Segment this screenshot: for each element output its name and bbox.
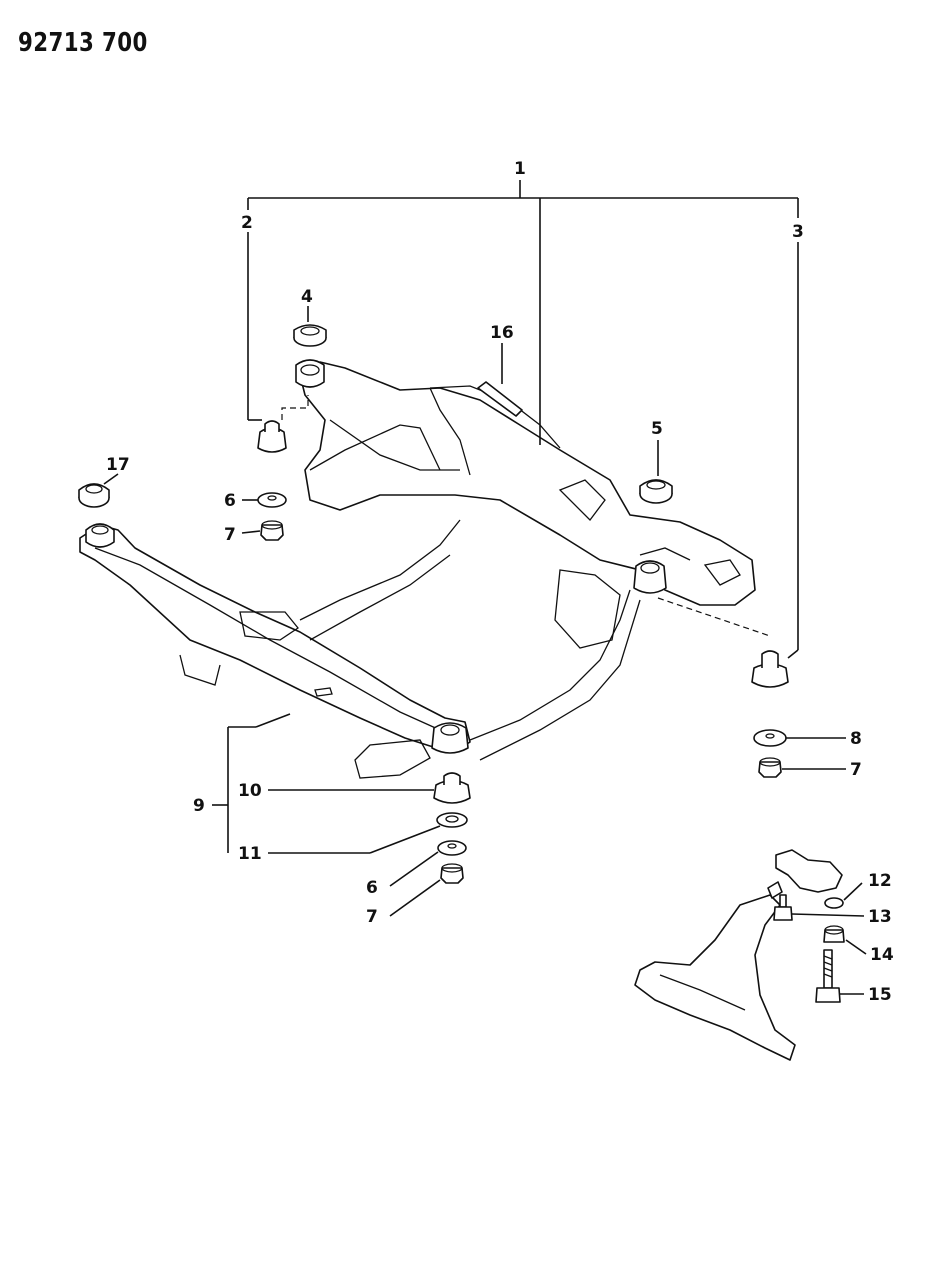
callout-16: 16 [490,323,514,343]
nut-7-upper [260,520,284,541]
washer-11 [436,812,468,828]
callout-2: 2 [241,213,253,233]
left-side-rail [299,519,461,641]
leader-lines [103,306,867,995]
frame-mount-upper [295,359,325,388]
callout-7-right: 7 [850,760,862,780]
callout-1: 1 [514,159,526,179]
insulator-3 [751,650,789,688]
insulator-4 [293,324,327,347]
rear-main-frame [299,361,756,606]
hardware [78,324,789,884]
insulator-17 [78,483,110,508]
nut-7-lower [440,863,464,884]
callout-17: 17 [106,455,130,475]
callout-7-lower: 7 [366,907,378,927]
nut-14 [823,925,845,943]
assembly-brackets [247,180,799,659]
insulator-5 [639,479,673,504]
insulator-10 [433,772,471,804]
frame-mount-right [633,560,667,594]
lower-arm-assembly [634,849,845,1061]
right-side-rail [469,589,641,761]
washer-8 [753,729,787,747]
callout-labels: 1 2 3 4 5 6 6 7 7 7 8 9 10 11 12 13 14 1… [106,159,894,1005]
washer-6-lower [437,840,467,856]
callout-15: 15 [868,985,892,1005]
bolt-15 [815,949,841,1003]
beam-mount-left [85,523,115,548]
callout-6-upper: 6 [224,491,236,511]
callout-6-lower: 6 [366,878,378,898]
nut-7-right [758,757,782,778]
callout-13: 13 [868,907,892,927]
clip-16 [477,381,523,417]
callout-8: 8 [850,729,862,749]
callout-5: 5 [651,419,663,439]
insulator-2 [257,420,287,453]
front-cross-beam [79,524,471,753]
callout-12: 12 [868,871,892,891]
callout-10: 10 [238,781,262,801]
callout-9: 9 [193,796,205,816]
callout-7-upper: 7 [224,525,236,545]
crossmember [79,361,756,779]
washer-12 [824,897,844,909]
bolt-13 [773,894,793,921]
callout-11: 11 [238,844,262,864]
ball-joint-12-housing [775,849,843,893]
lower-arm [634,894,796,1061]
washer-6-upper [257,492,287,508]
beam-mount-right [431,722,469,754]
diagram-number: 92713 700 [18,28,148,58]
ball-joint-stud [767,881,783,899]
callout-4: 4 [301,287,313,307]
callout-3: 3 [792,222,804,242]
callout-14: 14 [870,945,894,965]
